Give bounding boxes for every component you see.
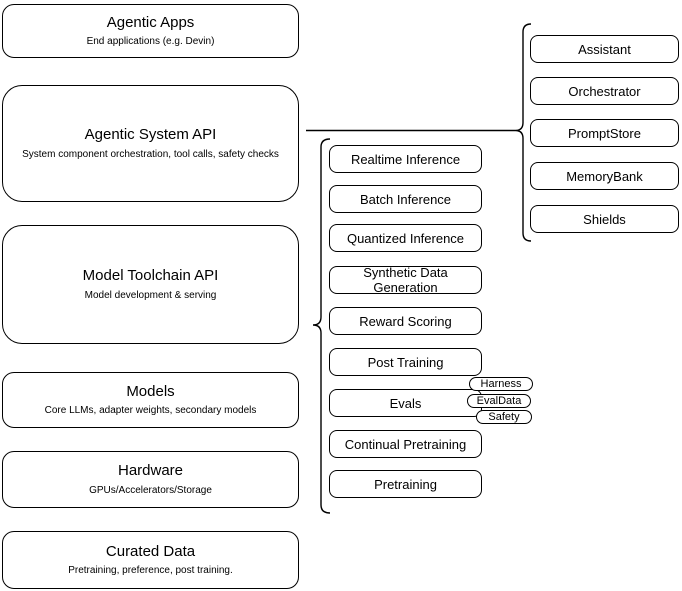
node-subtitle: Pretraining, preference, post training. — [68, 565, 233, 577]
node-label: Post Training — [367, 354, 444, 370]
node-synthetic-data-generation: Synthetic Data Generation — [329, 265, 482, 295]
middle-group-brace — [312, 138, 331, 514]
node-curated-data: Curated Data Pretraining, preference, po… — [2, 531, 299, 589]
node-reward-scoring: Reward Scoring — [329, 307, 482, 335]
node-memorybank: MemoryBank — [530, 162, 679, 190]
node-title: Agentic Apps — [106, 13, 195, 31]
node-label: Pretraining — [374, 476, 437, 492]
node-label: Continual Pretraining — [344, 436, 467, 452]
node-agentic-apps: Agentic Apps End applications (e.g. Devi… — [2, 4, 299, 58]
tag-label: EvalData — [476, 394, 522, 407]
tag-label: Harness — [480, 377, 522, 390]
node-continual-pretraining: Continual Pretraining — [329, 430, 482, 458]
node-label: Realtime Inference — [350, 151, 461, 167]
node-subtitle: GPUs/Accelerators/Storage — [89, 484, 212, 496]
node-label: Quantized Inference — [346, 230, 465, 246]
node-label: Assistant — [578, 41, 631, 57]
node-batch-inference: Batch Inference — [329, 185, 482, 213]
node-subtitle: Core LLMs, adapter weights, secondary mo… — [44, 405, 257, 417]
node-orchestrator: Orchestrator — [530, 77, 679, 105]
node-label: Orchestrator — [568, 83, 641, 99]
node-subtitle: System component orchestration, tool cal… — [22, 148, 279, 160]
node-title: Curated Data — [105, 542, 196, 560]
node-title: Models — [126, 382, 175, 400]
node-model-toolchain-api: Model Toolchain API Model development & … — [2, 225, 299, 344]
node-models: Models Core LLMs, adapter weights, secon… — [2, 372, 299, 428]
node-label: Shields — [583, 211, 626, 227]
node-title: Model Toolchain API — [82, 267, 219, 285]
node-post-training: Post Training — [329, 348, 482, 376]
evals-tag-evaldata: EvalData — [467, 394, 531, 408]
node-hardware: Hardware GPUs/Accelerators/Storage — [2, 451, 299, 508]
node-assistant: Assistant — [530, 35, 679, 63]
tag-label: Safety — [488, 410, 520, 423]
evals-tag-harness: Harness — [469, 377, 533, 391]
right-group-brace — [515, 23, 532, 242]
node-label: Batch Inference — [359, 191, 452, 207]
node-promptstore: PromptStore — [530, 119, 679, 147]
node-title: Hardware — [117, 462, 184, 480]
node-label: Synthetic Data Generation — [363, 265, 448, 295]
node-pretraining: Pretraining — [329, 470, 482, 498]
node-label: PromptStore — [568, 125, 641, 141]
node-quantized-inference: Quantized Inference — [329, 224, 482, 252]
node-label: Reward Scoring — [359, 313, 452, 329]
node-subtitle: End applications (e.g. Devin) — [86, 36, 215, 48]
node-title: Agentic System API — [84, 126, 217, 144]
node-shields: Shields — [530, 205, 679, 233]
node-evals: Evals — [329, 389, 482, 417]
node-label: MemoryBank — [566, 168, 643, 184]
evals-tag-safety: Safety — [476, 410, 532, 424]
node-realtime-inference: Realtime Inference — [329, 145, 482, 173]
node-label: Evals — [389, 395, 422, 411]
node-subtitle: Model development & serving — [84, 289, 217, 301]
node-agentic-system-api: Agentic System API System component orch… — [2, 85, 299, 202]
